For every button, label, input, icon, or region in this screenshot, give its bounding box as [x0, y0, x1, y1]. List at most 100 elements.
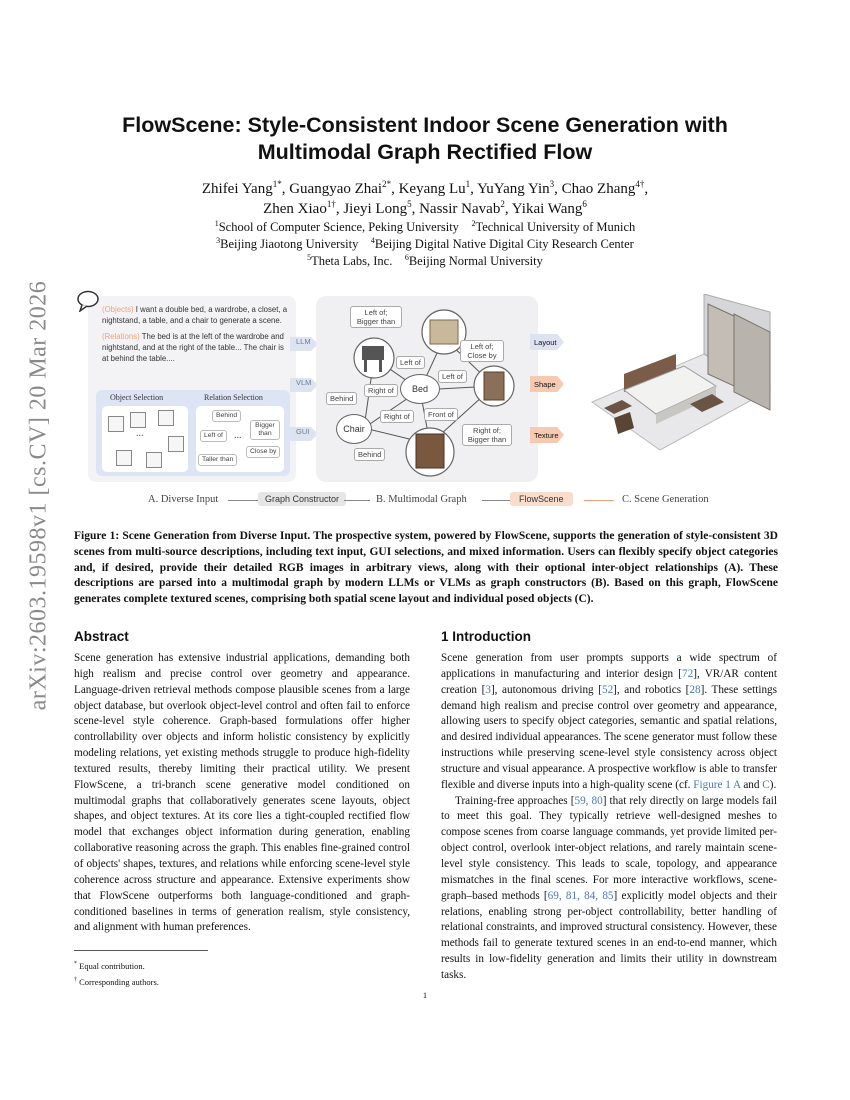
title-line-1: FlowScene: Style-Consistent Indoor Scene… [122, 113, 728, 137]
texture-arrow: Texture [530, 427, 564, 443]
layout-label: Layout [534, 337, 557, 347]
affiliations: 1School of Computer Science, Peking Univ… [120, 219, 730, 270]
text: ], autonomous driving [ [490, 683, 602, 696]
pipeline-line [482, 500, 510, 501]
affil-sup: 3 [216, 235, 221, 245]
citation-link[interactable]: 59, 80 [574, 794, 603, 807]
relations-text: The bed is at the left of the wardrobe a… [102, 332, 284, 363]
abstract-text: Scene generation has extensive industria… [74, 652, 410, 934]
author-sup: 4† [635, 179, 645, 189]
author: Nassir Navab [419, 200, 501, 217]
footnote-mark: * [74, 961, 77, 967]
citation-link[interactable]: 28 [689, 683, 701, 696]
relation-chip-taller-than[interactable]: Taller than [198, 454, 238, 466]
graph-edges [353, 309, 515, 477]
footnote-equal: Equal contribution. [79, 960, 145, 971]
relation-selection-area: Behind Left of ... Bigger than Taller th… [196, 406, 284, 472]
relation-chip-bigger-than[interactable]: Bigger than [250, 420, 280, 440]
gui-selection-box: Object Selection Relation Selection ... … [96, 390, 290, 476]
text: ], VR/AR content creation [ [441, 667, 777, 696]
caption-diverse-input: A. Diverse Input [148, 494, 219, 505]
footnotes: * Equal contribution. † Corresponding au… [74, 957, 410, 989]
edge-label: Left of; Close by [460, 340, 504, 362]
llm-arrow [290, 337, 318, 351]
objects-tag: (Objects) [102, 305, 134, 314]
author-sup: 1† [326, 198, 336, 209]
footnote-rule [74, 950, 208, 951]
pipeline-line [344, 500, 370, 501]
arxiv-sidebar: arXiv:2603.19598v1 [cs.CV] 20 Mar 2026 [22, 280, 56, 710]
author-sup: 1 [465, 179, 471, 189]
figure-caption: Figure 1: Scene Generation from Diverse … [74, 530, 778, 606]
gui-arrow [290, 427, 318, 441]
relation-chip-behind[interactable]: Behind [212, 410, 242, 422]
affil-sup: 2 [471, 218, 476, 228]
relation-chip-close-by[interactable]: Close by [246, 446, 281, 458]
edge-label: Front of [424, 408, 458, 421]
graph-constructor-pill: Graph Constructor [258, 492, 347, 506]
footnote-mark: † [74, 976, 77, 983]
author: Jieyi Long [343, 200, 408, 217]
author: Keyang Lu [398, 181, 466, 197]
object-thumbnail[interactable] [168, 436, 184, 452]
intro-paragraph-1: Scene generation from user prompts suppo… [441, 651, 777, 794]
affil-sup: 1 [214, 218, 219, 228]
affiliation: Beijing Normal University [408, 254, 543, 268]
author: Yikai Wang [511, 200, 583, 217]
relation-selection-label: Relation Selection [204, 393, 263, 402]
objects-text: I want a double bed, a wardrobe, a close… [102, 305, 288, 325]
author-sup: 6 [582, 198, 587, 209]
texture-label: Texture [534, 430, 559, 440]
relation-chip-left-of[interactable]: Left of [200, 430, 227, 442]
affiliation: Beijing Digital Native Digital City Rese… [374, 237, 634, 251]
page-number: 1 [422, 990, 428, 1000]
citation-link[interactable]: 72 [682, 667, 694, 680]
citation-link[interactable]: 52 [601, 683, 614, 696]
object-thumbnail[interactable] [158, 410, 174, 426]
author-sup: 3 [549, 179, 555, 189]
introduction-body: Scene generation from user prompts suppo… [441, 651, 777, 984]
abstract-body: Scene generation has extensive industria… [74, 651, 410, 936]
gui-label: GUI [296, 427, 310, 436]
affiliation: Technical University of Munich [475, 220, 636, 234]
text: Training-free approaches [ [455, 794, 575, 807]
caption-multimodal-graph: B. Multimodal Graph [376, 494, 467, 505]
footnote-corresponding: Corresponding authors. [79, 976, 159, 987]
author-sup: 2* [382, 179, 392, 189]
affiliation: Theta Labs, Inc. [311, 254, 393, 268]
edge-label: Right of; Bigger than [462, 424, 512, 446]
generated-scene-render [590, 294, 772, 451]
figure-ref-link[interactable]: Figure 1 A [693, 778, 741, 791]
author: Zhifei Yang [201, 181, 273, 197]
text: Scene generation from user prompts suppo… [441, 652, 777, 680]
author-sup: 5 [407, 198, 412, 209]
pipeline-line [228, 500, 258, 501]
affiliation: Beijing Jiaotong University [220, 237, 359, 251]
text: ], and robotics [ [613, 683, 690, 696]
citation-link[interactable]: 3 [485, 683, 491, 696]
figure-ref-link[interactable]: C [762, 778, 770, 791]
caption-scene-generation: C. Scene Generation [622, 494, 709, 505]
object-thumbnail[interactable] [108, 416, 124, 432]
affil-sup: 4 [370, 235, 375, 245]
intro-paragraph-2: Training-free approaches [59, 80] that r… [441, 794, 777, 984]
introduction-heading: 1 Introduction [441, 629, 531, 644]
affil-sup: 5 [307, 252, 312, 262]
edge-label: Behind [354, 448, 386, 461]
graph-node-chair: Chair [336, 414, 372, 444]
edge-label: Right of [380, 410, 414, 423]
paper-title: FlowScene: Style-Consistent Indoor Scene… [80, 112, 770, 166]
citation-link[interactable]: 69, 81, 84, 85 [547, 889, 614, 902]
flowscene-pill: FlowScene [510, 492, 573, 506]
text: ). [769, 778, 777, 791]
object-thumbnail[interactable] [146, 452, 162, 468]
text: ] explicitly model objects and their rel… [441, 889, 777, 981]
author-sup: 2 [500, 198, 505, 209]
edge-label: Left of [438, 370, 467, 383]
object-thumbnail[interactable] [116, 450, 132, 466]
layout-arrow: Layout [530, 334, 564, 350]
vlm-label: VLM [296, 378, 312, 387]
text-prompt: (Objects) I want a double bed, a wardrob… [102, 304, 288, 364]
more-relations-ellipsis: ... [234, 430, 242, 441]
object-thumbnail[interactable] [130, 412, 146, 428]
